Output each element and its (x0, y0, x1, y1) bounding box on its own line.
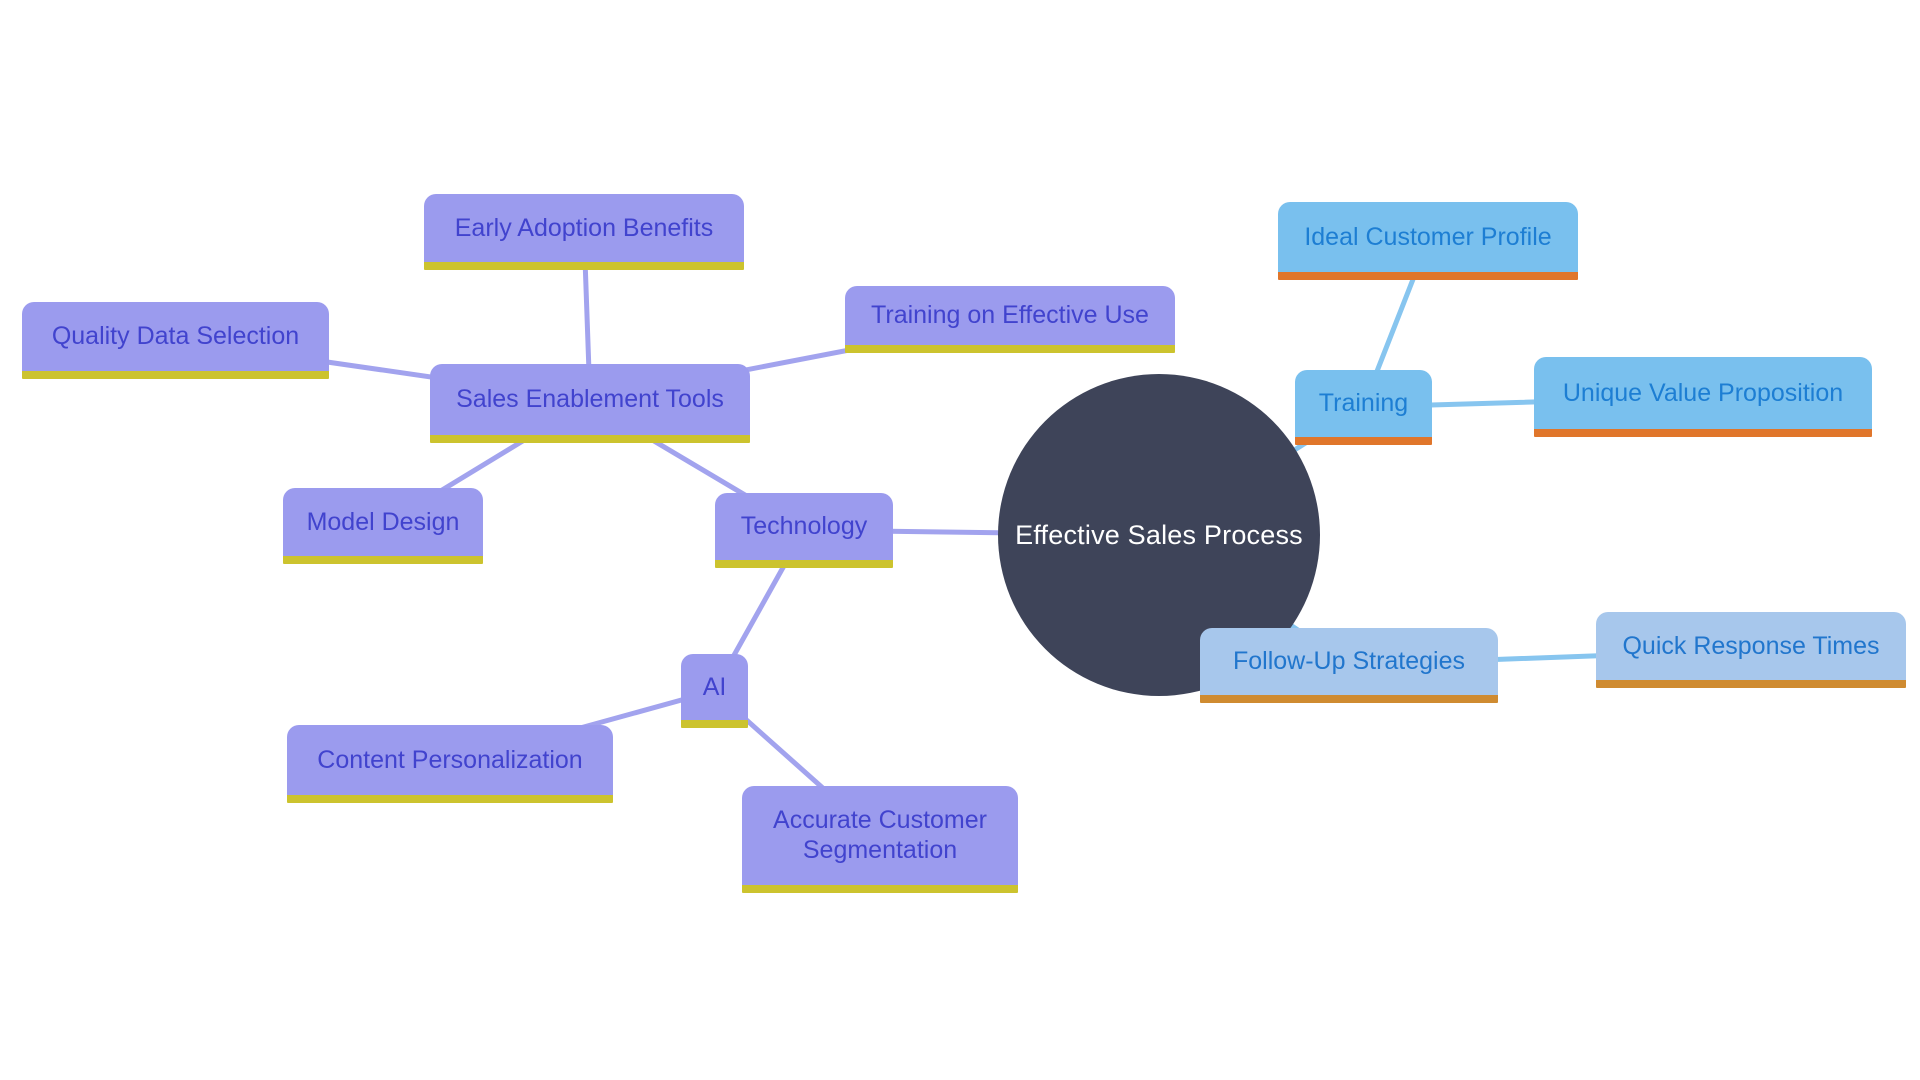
node-technology[interactable]: Technology (715, 493, 893, 568)
node-ideal-customer-profile[interactable]: Ideal Customer Profile (1278, 202, 1578, 280)
node-follow-up-strategies[interactable]: Follow-Up Strategies (1200, 628, 1498, 703)
node-unique-value-proposition[interactable]: Unique Value Proposition (1534, 357, 1872, 437)
node-early-adoption-benefits[interactable]: Early Adoption Benefits (424, 194, 744, 270)
node-model-design[interactable]: Model Design (283, 488, 483, 564)
node-quick-response-times[interactable]: Quick Response Times (1596, 612, 1906, 688)
node-quality-data-selection[interactable]: Quality Data Selection (22, 302, 329, 379)
node-content-personalization[interactable]: Content Personalization (287, 725, 613, 803)
node-training-on-effective-use[interactable]: Training on Effective Use (845, 286, 1175, 353)
node-sales-enablement-tools[interactable]: Sales Enablement Tools (430, 364, 750, 443)
node-ai[interactable]: AI (681, 654, 748, 728)
node-accurate-customer-segmentation[interactable]: Accurate Customer Segmentation (742, 786, 1018, 893)
node-training[interactable]: Training (1295, 370, 1432, 445)
